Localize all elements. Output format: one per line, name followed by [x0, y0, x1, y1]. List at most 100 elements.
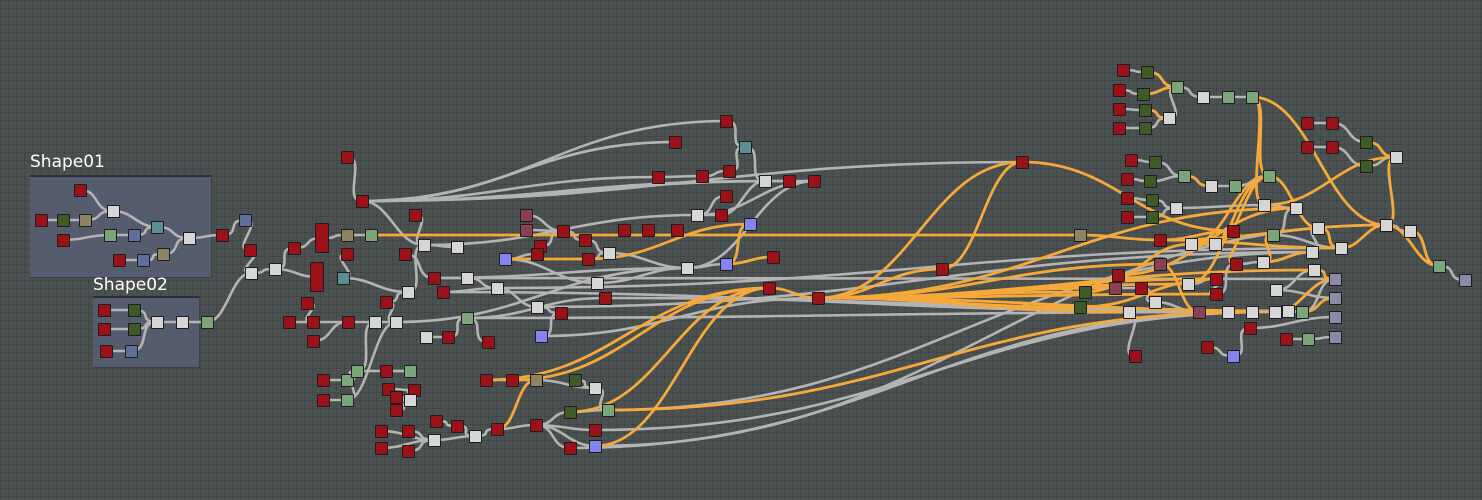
node-red[interactable] [398, 247, 412, 261]
node-white[interactable] [1307, 263, 1321, 277]
node-red[interactable] [668, 135, 682, 149]
node-white[interactable] [1403, 224, 1417, 238]
node-white[interactable] [1289, 201, 1303, 215]
node-white[interactable] [1256, 255, 1270, 269]
node-red[interactable] [1243, 321, 1257, 335]
node-red[interactable] [287, 241, 301, 255]
node-lightgreen[interactable] [1170, 80, 1184, 94]
node-periwinkle[interactable] [719, 257, 733, 271]
node-white[interactable] [175, 315, 189, 329]
node-red[interactable] [1112, 102, 1126, 116]
node-lightgreen[interactable] [601, 403, 615, 417]
node-teal[interactable] [738, 140, 752, 154]
node-maroon[interactable] [1192, 305, 1206, 319]
node-red[interactable] [1200, 340, 1214, 354]
node-white[interactable] [368, 315, 382, 329]
node-blue[interactable] [136, 253, 150, 267]
node-white[interactable] [602, 246, 616, 260]
node-red[interactable] [73, 183, 87, 197]
node-red[interactable] [355, 194, 369, 208]
node-maroon[interactable] [1108, 281, 1122, 295]
node-white[interactable] [1269, 283, 1283, 297]
node-red[interactable] [389, 390, 403, 404]
node-white[interactable] [460, 271, 474, 285]
node-darkgreen[interactable] [1073, 300, 1087, 314]
node-white[interactable] [389, 315, 403, 329]
node-red[interactable] [401, 424, 415, 438]
node-red[interactable] [315, 223, 329, 253]
node-white[interactable] [427, 433, 441, 447]
node-darkgreen[interactable] [1145, 193, 1159, 207]
node-red[interactable] [1120, 210, 1134, 224]
node-red[interactable] [578, 233, 592, 247]
node-red[interactable] [481, 335, 495, 349]
node-lightgreen[interactable] [1245, 90, 1259, 104]
node-white[interactable] [450, 240, 464, 254]
node-red[interactable] [340, 247, 354, 261]
node-red[interactable] [935, 262, 949, 276]
node-red[interactable] [782, 174, 796, 188]
node-lightgreen[interactable] [1262, 169, 1276, 183]
node-white[interactable] [1184, 237, 1198, 251]
node-white[interactable] [1311, 221, 1325, 235]
node-blue[interactable] [238, 213, 252, 227]
node-red[interactable] [436, 285, 450, 299]
node-red[interactable] [563, 441, 577, 455]
node-red[interactable] [1226, 224, 1240, 238]
node-lightgreen[interactable] [350, 364, 364, 378]
node-white[interactable] [182, 231, 196, 245]
node-periwinkle[interactable] [498, 252, 512, 266]
node-olive[interactable] [529, 373, 543, 387]
node-darkgreen[interactable] [1078, 285, 1092, 299]
node-lightgreen[interactable] [1301, 332, 1315, 346]
node-darkgreen[interactable] [1138, 103, 1152, 117]
node-lightgreen[interactable] [1266, 228, 1280, 242]
node-white[interactable] [268, 262, 282, 276]
node-maroon[interactable] [519, 223, 533, 237]
node-red[interactable] [530, 247, 544, 261]
node-darkgreen[interactable] [1148, 155, 1162, 169]
node-lavender[interactable] [1328, 272, 1342, 286]
node-darkgreen[interactable] [568, 373, 582, 387]
node-red[interactable] [598, 291, 612, 305]
node-blue[interactable] [127, 228, 141, 242]
node-white[interactable] [417, 238, 431, 252]
node-red[interactable] [811, 291, 825, 305]
node-red[interactable] [441, 330, 455, 344]
node-white[interactable] [490, 281, 504, 295]
node-darkgreen[interactable] [127, 303, 141, 317]
node-red[interactable] [617, 223, 631, 237]
node-maroon[interactable] [519, 208, 533, 222]
node-red[interactable] [1325, 116, 1339, 130]
node-red[interactable] [556, 224, 570, 238]
node-olive[interactable] [1073, 228, 1087, 242]
node-red[interactable] [34, 213, 48, 227]
node-red[interactable] [310, 262, 324, 292]
node-red[interactable] [1120, 172, 1134, 186]
node-red[interactable] [581, 252, 595, 266]
node-lightgreen[interactable] [103, 228, 117, 242]
node-red[interactable] [762, 281, 776, 295]
node-red[interactable] [766, 250, 780, 264]
node-lightgreen[interactable] [340, 373, 354, 387]
node-red[interactable] [588, 423, 602, 437]
node-red[interactable] [695, 169, 709, 183]
node-red[interactable] [651, 170, 665, 184]
node-white[interactable] [1204, 179, 1218, 193]
node-darkgreen[interactable] [56, 213, 70, 227]
node-white[interactable] [590, 276, 604, 290]
node-white[interactable] [1389, 150, 1403, 164]
node-white[interactable] [1221, 305, 1235, 319]
node-olive[interactable] [340, 228, 354, 242]
node-white[interactable] [1268, 305, 1282, 319]
node-white[interactable] [150, 315, 164, 329]
node-darkgreen[interactable] [1140, 65, 1154, 79]
node-red[interactable] [641, 223, 655, 237]
node-white[interactable] [1196, 90, 1210, 104]
node-white[interactable] [1148, 295, 1162, 309]
node-red[interactable] [306, 334, 320, 348]
node-lightgreen[interactable] [200, 315, 214, 329]
node-olive[interactable] [78, 213, 92, 227]
node-red[interactable] [374, 441, 388, 455]
node-red[interactable] [401, 444, 415, 458]
